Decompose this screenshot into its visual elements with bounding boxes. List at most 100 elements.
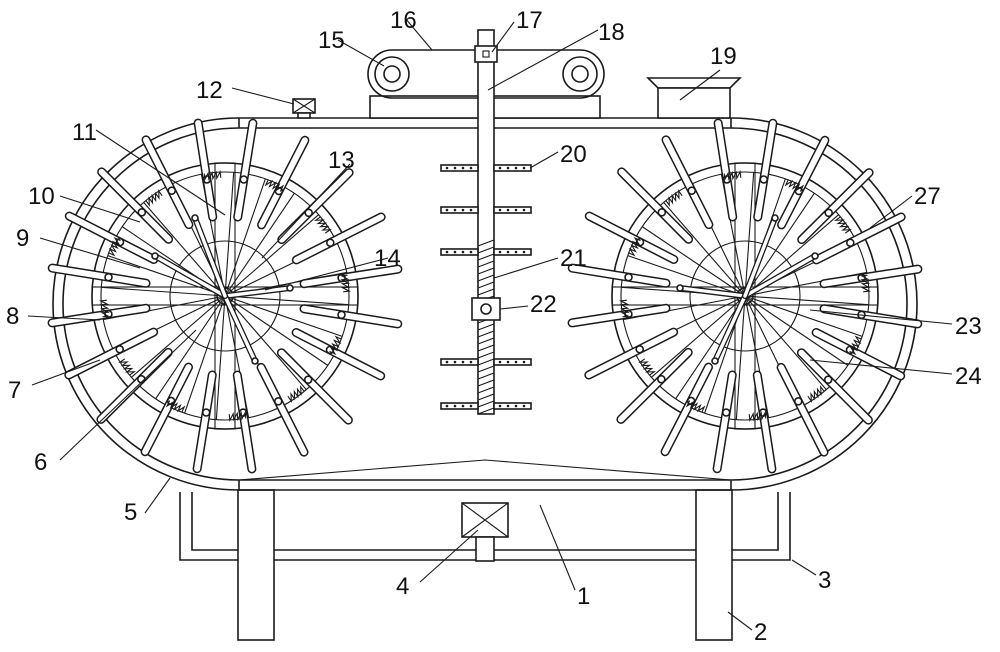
rotor-blade-pivot xyxy=(624,272,633,282)
stir-bar-dot xyxy=(506,404,510,408)
label-20: 20 xyxy=(560,141,587,168)
rotor-blade-fill xyxy=(234,372,255,472)
thread-line xyxy=(477,260,495,268)
stir-bar-dot xyxy=(522,208,526,212)
stir-bar-dot xyxy=(453,250,457,254)
stir-bar-dot xyxy=(445,250,449,254)
stir-bar-dot xyxy=(506,360,510,364)
stir-bar-dot xyxy=(453,360,457,364)
left-rotor xyxy=(47,118,403,474)
rotor-blade-pivot xyxy=(201,408,211,417)
housing xyxy=(52,117,918,491)
rotor-blade-fill xyxy=(97,349,172,423)
leader-line xyxy=(487,29,599,91)
leader-line xyxy=(809,359,953,375)
label-6: 6 xyxy=(34,449,47,476)
rotor-blade-pivot xyxy=(823,375,833,384)
rotor-scraper-teeth xyxy=(165,400,186,413)
rotor-crank-pin xyxy=(771,214,779,222)
rotor-crank-link-fill xyxy=(713,294,747,363)
rotor-frame-horizontal xyxy=(91,286,359,306)
stir-bar-dot xyxy=(522,360,526,364)
stir-bar-dot xyxy=(522,404,526,408)
rotor-blade-fill xyxy=(234,120,256,221)
rotor-crank-pin xyxy=(711,357,719,365)
rotor-scraper-teeth xyxy=(339,274,352,293)
rotor-spoke xyxy=(744,192,815,297)
rotor-ring-inner xyxy=(620,171,870,421)
rotor-scraper-teeth xyxy=(98,299,111,318)
rotor-spoke xyxy=(107,255,226,297)
discharge-valve xyxy=(461,502,509,562)
stir-bar-right xyxy=(493,402,532,410)
label-13: 13 xyxy=(328,147,355,174)
stir-bar-right xyxy=(493,206,532,214)
stir-bar-dot xyxy=(522,250,526,254)
left-leg xyxy=(237,489,275,641)
rotor-blade-pivot xyxy=(845,238,855,248)
rotor-blade-fill xyxy=(195,120,216,220)
rotor-scraper-teeth xyxy=(834,216,852,234)
rotor-blade-pivot xyxy=(137,208,147,217)
stir-bar-dot xyxy=(514,360,518,364)
rotor-blade-pivot xyxy=(657,374,666,384)
rotor-crank-pin xyxy=(151,252,159,260)
rotor-scraper-teeth xyxy=(145,189,163,207)
rotor-blade-fill xyxy=(813,214,905,263)
stir-bar-dot xyxy=(498,208,502,212)
thread-line xyxy=(477,365,495,373)
stir-bar-dot xyxy=(453,404,457,408)
pulley-right xyxy=(562,56,598,92)
rotor-blade-fill xyxy=(194,371,216,472)
rotor-blade-fill xyxy=(798,169,873,243)
stirring-bars xyxy=(440,164,532,410)
stir-bar-left xyxy=(440,164,479,172)
stir-bar-dot xyxy=(469,360,473,364)
label-15: 15 xyxy=(318,27,345,54)
stir-bar-dot xyxy=(445,208,449,212)
stir-bar-dot xyxy=(514,250,518,254)
rotor-scraper-teeth xyxy=(859,274,872,293)
stir-bar-dot xyxy=(469,208,473,212)
rotor-blade-fill xyxy=(617,349,692,423)
stir-bar-dot xyxy=(461,250,465,254)
thread-line xyxy=(477,344,495,352)
rotor-spoke xyxy=(215,295,226,420)
rotor-spoke xyxy=(744,295,827,390)
thread-line xyxy=(477,330,495,338)
rotor-blade-pivot xyxy=(759,175,769,184)
leader-line xyxy=(809,309,953,325)
label-10: 10 xyxy=(28,183,55,210)
stir-bar-left xyxy=(440,402,479,410)
stir-bar-dot xyxy=(498,360,502,364)
stir-bar-dot xyxy=(506,166,510,170)
rotor-blade-pivot xyxy=(304,208,313,218)
right-frame-bar xyxy=(732,492,791,561)
leader-line xyxy=(264,257,389,291)
stir-bar-dot xyxy=(445,360,449,364)
rotor-blade-fill xyxy=(66,213,157,263)
leader-line xyxy=(337,39,385,67)
shaft-top-bearing xyxy=(474,45,498,63)
thread-line xyxy=(477,372,495,380)
hopper-bottom xyxy=(238,459,732,481)
label-21: 21 xyxy=(560,245,587,272)
thread-line xyxy=(477,253,495,261)
rotor-scraper-teeth xyxy=(264,179,285,192)
stir-bar-dot xyxy=(522,166,526,170)
thread-line xyxy=(477,281,495,289)
thread-line xyxy=(477,288,495,296)
stir-bar-right xyxy=(493,358,532,366)
rotor-blade-fill xyxy=(65,329,157,378)
shaft-collar xyxy=(471,297,501,321)
rotor-scraper-teeth xyxy=(618,299,631,318)
pulley-left xyxy=(374,56,410,92)
thread-line xyxy=(477,400,495,408)
rotor-frame-horizontal xyxy=(611,286,879,306)
vent-valve xyxy=(292,98,316,119)
stir-bar-dot xyxy=(461,360,465,364)
leader-line xyxy=(39,237,141,269)
leader-line xyxy=(499,305,529,310)
thread-line xyxy=(477,246,495,254)
rotor-crank-link-fill xyxy=(153,254,227,298)
